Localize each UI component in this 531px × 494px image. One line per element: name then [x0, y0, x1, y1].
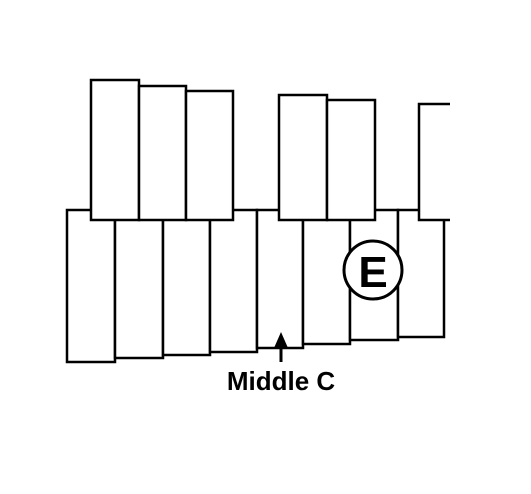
- black-key-partial: [417, 102, 450, 222]
- note-e-label: E: [358, 248, 387, 297]
- arrow-up-icon: [274, 332, 288, 362]
- white-key: [161, 208, 212, 357]
- white-key-middle-c: [255, 208, 305, 350]
- white-key: [208, 208, 259, 354]
- black-key: [184, 89, 235, 222]
- black-key: [137, 84, 188, 222]
- white-key: [65, 208, 117, 364]
- note-e-circle: [342, 239, 404, 301]
- black-key: [89, 78, 141, 222]
- white-key: [113, 208, 165, 360]
- black-key: [277, 93, 329, 222]
- black-key: [325, 98, 377, 222]
- white-key: [301, 208, 352, 346]
- white-key: [396, 208, 446, 339]
- middle-c-label: Middle C: [227, 366, 336, 396]
